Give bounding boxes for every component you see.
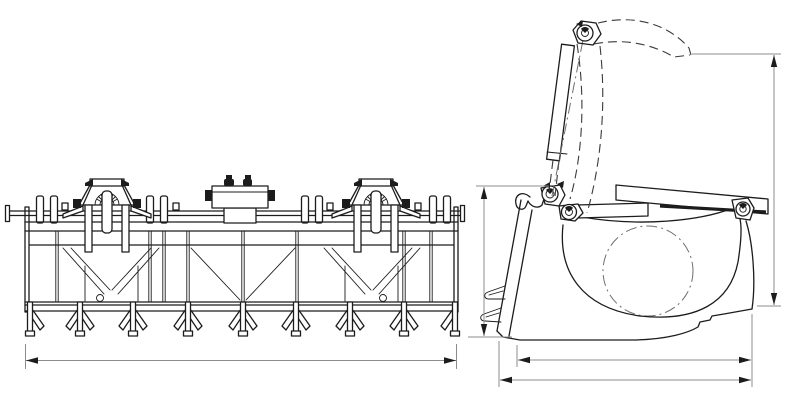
arrowhead-icon (480, 324, 488, 336)
end-plate-right (453, 206, 459, 313)
fitting-icon (224, 179, 234, 186)
cylinder-raised (545, 29, 586, 197)
arm-outer-curve (597, 19, 690, 49)
shaft-collars (35, 195, 452, 224)
phantom-circle (602, 225, 694, 317)
bucket-profile (480, 199, 755, 341)
cylinder-centerline (551, 29, 586, 197)
attach-hook (515, 193, 545, 210)
cylinder-rod (576, 202, 649, 219)
dimension-open-height (692, 53, 781, 307)
valve-block (205, 175, 275, 224)
blade-inner-edge (508, 209, 533, 337)
pivot-lug-rear (731, 197, 755, 221)
arrowhead-icon (500, 376, 512, 384)
bucket-bowl-curve (561, 218, 742, 318)
fitting-icon (243, 179, 252, 186)
arm-pivot-top (572, 20, 602, 46)
tine (390, 302, 418, 336)
pivot-lug-front-lower (558, 203, 584, 222)
side-view (468, 19, 781, 387)
arrowhead-icon (518, 356, 530, 364)
arrowhead-icon (770, 55, 778, 67)
tine (174, 302, 202, 336)
stiffeners (55, 230, 433, 303)
grapple-arm-open-phantom (545, 19, 692, 214)
tine (26, 302, 45, 336)
pivot-lug-front-upper (540, 181, 566, 207)
arrowhead-icon (444, 357, 456, 364)
arrowhead-icon (739, 376, 751, 384)
arm-side-line (586, 45, 604, 214)
dimension-front-height (468, 185, 549, 338)
dimension-depth-inner (516, 345, 751, 367)
arrowhead-icon (26, 357, 38, 364)
cylinder-barrel (615, 184, 769, 215)
blade-outer-edge (496, 199, 522, 332)
cross-braces (190, 247, 296, 301)
bucket-top-sheet (581, 207, 734, 223)
end-plate-left (24, 206, 30, 313)
dimension-depth-overall (498, 314, 753, 387)
shaft-cap-right (459, 204, 466, 223)
dimension-overall-width (25, 344, 457, 369)
shaft-cap-left (4, 204, 11, 223)
tine (66, 302, 94, 336)
arrowhead-icon (739, 356, 751, 364)
blade-teeth (480, 285, 506, 323)
tine (229, 302, 257, 336)
bucket-bottom (496, 308, 753, 341)
arm-inner-curve (593, 41, 691, 58)
hopper-left (62, 247, 160, 302)
arrowhead-icon (770, 293, 778, 305)
tine (119, 302, 147, 336)
tine (441, 302, 460, 336)
front-view (4, 175, 466, 369)
tine (282, 302, 310, 336)
tines (26, 302, 460, 336)
tine (336, 302, 364, 336)
arrowhead-icon (480, 187, 488, 199)
bucket-body (28, 230, 455, 303)
bucket-rear-edge (745, 220, 755, 310)
arm-side-line (569, 43, 583, 200)
